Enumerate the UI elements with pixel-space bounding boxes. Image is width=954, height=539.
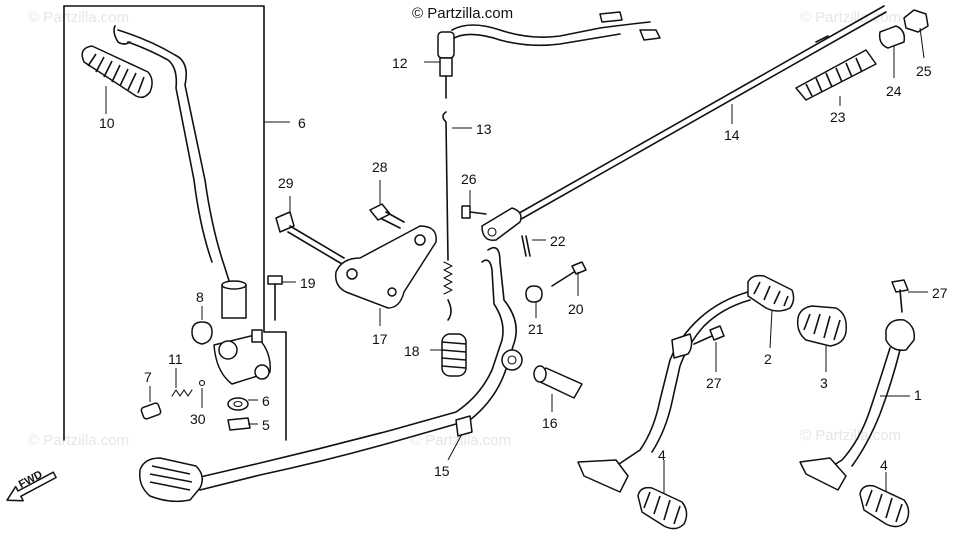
part-30-ball — [198, 379, 206, 387]
callout-18: 18 — [404, 343, 420, 359]
bracket-hole — [387, 287, 397, 297]
watermark: © Partzilla.com — [28, 432, 129, 449]
callout-11: 11 — [168, 351, 183, 367]
part-12-switch — [437, 11, 661, 99]
callout-13: 13 — [476, 121, 492, 137]
watermarks: © Partzilla.com © Partzilla.com © Partzi… — [28, 9, 901, 449]
callout-10: 10 — [99, 115, 115, 131]
callout-9: 8 — [196, 289, 204, 305]
callout-3: 3 — [820, 375, 828, 391]
watermark: © Partzilla.com — [800, 427, 901, 444]
kick-rubber — [81, 45, 153, 99]
part-20-bolt — [551, 261, 587, 287]
part-25-nut — [903, 9, 929, 33]
callout-14: 14 — [724, 127, 740, 143]
part-16-shaft — [533, 365, 583, 399]
callout-5: 5 — [262, 417, 270, 433]
callout-15: 15 — [434, 463, 450, 479]
callout-17: 17 — [372, 331, 388, 347]
part-21-nut — [525, 285, 543, 303]
callout-8: 7 — [144, 369, 152, 385]
part-17-bracket — [334, 225, 437, 309]
callout-2: 2 — [764, 351, 772, 367]
callout-4: 4 — [880, 457, 888, 473]
callout-4: 4 — [658, 447, 666, 463]
part-4-rubber — [859, 484, 910, 528]
callouts: 10 6 8 19 29 28 17 12 13 18 26 22 21 20 … — [99, 55, 948, 479]
part-29-bolt — [275, 211, 345, 265]
part-6-hole — [233, 400, 243, 408]
part-5-nut — [227, 417, 251, 431]
fwd-arrow: FWD — [6, 468, 57, 502]
part-27-bolt — [693, 325, 725, 345]
part-9-cap — [191, 321, 213, 345]
watermark: © Partzilla.com — [28, 9, 129, 26]
callout-24: 24 — [886, 83, 902, 99]
part-1-shift-arm — [799, 318, 916, 491]
callout-7: 6 — [298, 115, 306, 131]
part-3-rubber — [796, 305, 848, 347]
callout-28: 28 — [372, 159, 388, 175]
part-18-spring — [441, 333, 467, 377]
callout-26: 26 — [461, 171, 477, 187]
part-28-bolt — [369, 203, 405, 229]
part-22-cotter-pin — [521, 235, 531, 257]
part-2-shift-pedal — [577, 274, 795, 493]
callout-22: 22 — [550, 233, 566, 249]
copyright-text: © Partzilla.com — [412, 5, 513, 22]
part-6-washer — [227, 397, 249, 411]
part-26-bolt — [461, 205, 487, 219]
part-11-spring — [171, 389, 193, 397]
kick-arm — [113, 25, 247, 319]
callout-20: 20 — [568, 301, 584, 317]
brake-pedal — [138, 246, 523, 503]
part-13-rod — [442, 111, 453, 321]
callout-27: 27 — [706, 375, 722, 391]
part-24-collar — [878, 25, 906, 49]
callout-23: 23 — [830, 109, 846, 125]
callout-6: 6 — [262, 393, 270, 409]
callout-21: 21 — [528, 321, 544, 337]
callout-1: 1 — [914, 387, 922, 403]
kick-clamp — [213, 329, 271, 385]
part-14-brake-rod — [481, 5, 887, 241]
kickstarter-group-box — [63, 5, 287, 441]
callout-16: 16 — [542, 415, 558, 431]
callout-27: 27 — [932, 285, 948, 301]
callout-19: 19 — [300, 275, 316, 291]
part-19-bolt — [267, 275, 283, 321]
leader-lines — [105, 27, 928, 494]
bracket-hole — [346, 268, 358, 280]
callout-30: 30 — [190, 411, 206, 427]
watermark: © Partzilla.com — [800, 9, 901, 26]
part-23-spring — [795, 49, 877, 101]
callout-12: 12 — [392, 55, 408, 71]
part-4-rubber — [637, 486, 688, 530]
watermark: © Partzilla.com — [410, 432, 511, 449]
bracket-hole — [414, 234, 426, 246]
part-27-bolt — [891, 279, 909, 313]
callout-25: 25 — [916, 63, 932, 79]
part-8-pin — [140, 402, 162, 420]
callout-29: 29 — [278, 175, 294, 191]
